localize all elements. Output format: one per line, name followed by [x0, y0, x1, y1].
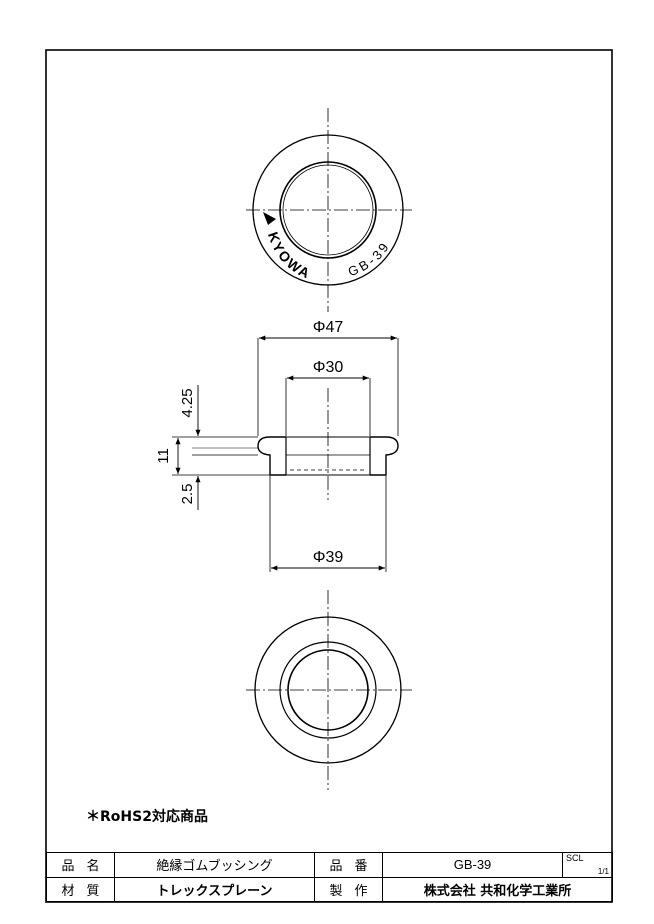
- part-number-value: GB-39: [382, 852, 563, 878]
- top-view-outer-circle: [252, 134, 404, 286]
- kyowa-logo-icon: [263, 212, 276, 225]
- section-profile-left: [257, 436, 286, 476]
- dim-inner-diameter: [285, 375, 371, 436]
- scale-value: 1/1: [597, 866, 609, 876]
- bottom-view-groove-circle: [279, 641, 377, 739]
- drawing-frame: [45, 49, 613, 903]
- material-value: トレックスプレーン: [114, 876, 315, 902]
- bottom-view-outer-circle: [254, 616, 402, 764]
- top-view-inner-lip: [282, 164, 374, 256]
- title-block: 品名 絶縁ゴムブッシング 品番 GB-39 SCL 1/1 材質 トレックスプレ…: [46, 852, 613, 902]
- bottom-view: [246, 590, 412, 790]
- dim-total-height-label: 11: [155, 448, 172, 464]
- section-view: [257, 388, 399, 500]
- dim-inner-diameter-label: Φ30: [313, 359, 344, 376]
- rohs-note: ＊RoHS2対応商品: [86, 809, 208, 825]
- product-name-value: 絶縁ゴムブッシング: [114, 852, 315, 878]
- manufacturer-label: 製作: [314, 876, 383, 902]
- title-block-row-2: 材質 トレックスプレーン 製作 株式会社 共和化学工業所: [46, 876, 613, 902]
- part-number-label: 品番: [314, 852, 383, 878]
- dim-bottom-flange-label: 2.5: [179, 484, 196, 505]
- title-block-row-1: 品名 絶縁ゴムブッシング 品番 GB-39 SCL 1/1: [46, 852, 613, 878]
- dim-top-flange-label: 4.25: [179, 388, 196, 417]
- manufacturer-value: 株式会社 共和化学工業所: [382, 876, 613, 902]
- bottom-view-inner-circle: [287, 649, 369, 731]
- dim-groove-diameter-label: Φ39: [313, 549, 344, 566]
- dim-vertical-lines: [172, 385, 270, 510]
- dim-outer-diameter-label: Φ47: [313, 319, 344, 336]
- dim-groove-diameter: [269, 476, 387, 572]
- dim-outer-diameter: [257, 335, 399, 436]
- material-label: 材質: [46, 876, 115, 902]
- scale-label: SCL: [566, 853, 584, 863]
- section-profile-right: [370, 436, 399, 476]
- product-name-label: 品名: [46, 852, 115, 878]
- top-view-inner-circle: [279, 161, 377, 259]
- top-view: [246, 108, 412, 312]
- scale-cell: SCL 1/1: [562, 852, 613, 878]
